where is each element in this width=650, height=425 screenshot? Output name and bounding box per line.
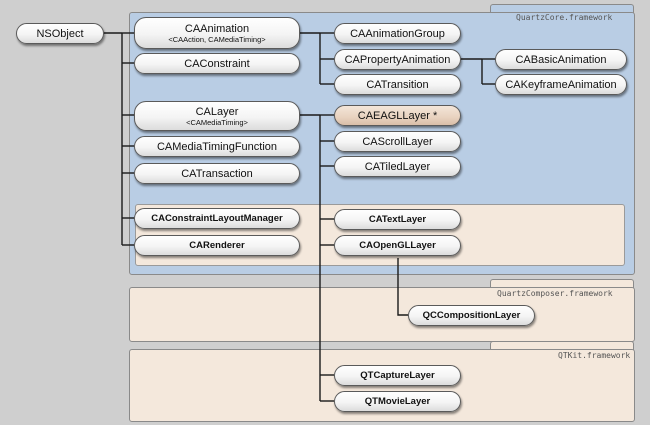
qtkit-framework-tab	[490, 341, 634, 350]
connector-nsobject-trunk	[104, 32, 123, 245]
connector-calayer-trunk	[300, 114, 321, 401]
node-calayer: CALayer <CAMediaTiming>	[134, 101, 300, 131]
quartzcore-framework-label: QuartzCore.framework	[516, 13, 613, 22]
node-label: CALayer	[195, 105, 239, 118]
qtkit-framework-label: QTKit.framework	[558, 351, 631, 360]
node-caanimation: CAAnimation <CAAction, CAMediaTiming>	[134, 17, 300, 49]
node-label: CAAnimation	[184, 22, 250, 35]
node-label: CATransaction	[181, 167, 253, 180]
node-label: CAConstraintLayoutManager	[151, 212, 283, 224]
connector-caanimation-trunk	[300, 32, 321, 84]
node-label: CAScrollLayer	[362, 135, 433, 148]
connector-caopengllayer-to-qccompositionlayer	[397, 258, 408, 316]
node-cakeyframeanimation: CAKeyframeAnimation	[495, 74, 627, 95]
node-label: CAPropertyAnimation	[344, 53, 451, 66]
node-qtcapturelayer: QTCaptureLayer	[334, 365, 461, 386]
node-label: CATransition	[366, 78, 429, 91]
node-label: CAOpenGLLayer	[359, 239, 436, 251]
node-caopengllayer: CAOpenGLLayer	[334, 235, 461, 256]
node-cascrolllayer: CAScrollLayer	[334, 131, 461, 152]
node-label: CAMediaTimingFunction	[156, 140, 278, 153]
quartzcore-framework-tab	[490, 4, 634, 13]
connector-capropertyanimation-trunk	[461, 58, 483, 84]
node-catiledlayer: CATiledLayer	[334, 156, 461, 177]
node-cabasicanimation: CABasicAnimation	[495, 49, 627, 70]
node-protocols: <CAMediaTiming>	[186, 117, 248, 127]
node-protocols: <CAAction, CAMediaTiming>	[168, 34, 266, 44]
node-label: CABasicAnimation	[515, 53, 607, 66]
node-label: QCCompositionLayer	[422, 309, 521, 321]
node-catransition: CATransition	[334, 74, 461, 95]
node-caconstraint: CAConstraint	[134, 53, 300, 74]
node-qtmovielayer: QTMovieLayer	[334, 391, 461, 412]
node-caeagllayer: CAEAGLLayer *	[334, 105, 461, 126]
node-catextlayer: CATextLayer	[334, 209, 461, 230]
node-capropertyanimation: CAPropertyAnimation	[334, 49, 461, 70]
node-label: CAKeyframeAnimation	[505, 78, 617, 91]
node-label: CAConstraint	[184, 57, 250, 70]
node-label: CAAnimationGroup	[350, 27, 445, 40]
node-nsobject: NSObject	[16, 23, 104, 44]
quartzcomposer-framework-tab	[490, 279, 634, 288]
node-catransaction: CATransaction	[134, 163, 300, 184]
node-camediatimingfunction: CAMediaTimingFunction	[134, 136, 300, 157]
node-label: CARenderer	[189, 239, 245, 251]
quartzcomposer-framework-label: QuartzComposer.framework	[497, 289, 613, 298]
node-label: NSObject	[36, 27, 84, 40]
node-label: CAEAGLLayer *	[357, 109, 438, 122]
quartzcomposer-framework-box	[129, 287, 635, 342]
node-label: CATiledLayer	[364, 160, 431, 173]
node-qccompositionlayer: QCCompositionLayer	[408, 305, 535, 326]
node-caanimationgroup: CAAnimationGroup	[334, 23, 461, 44]
node-label: CATextLayer	[368, 213, 427, 225]
node-carenderer: CARenderer	[134, 235, 300, 256]
node-caconstraintlayoutmanager: CAConstraintLayoutManager	[134, 208, 300, 229]
node-label: QTCaptureLayer	[360, 369, 435, 381]
node-label: QTMovieLayer	[364, 395, 431, 407]
